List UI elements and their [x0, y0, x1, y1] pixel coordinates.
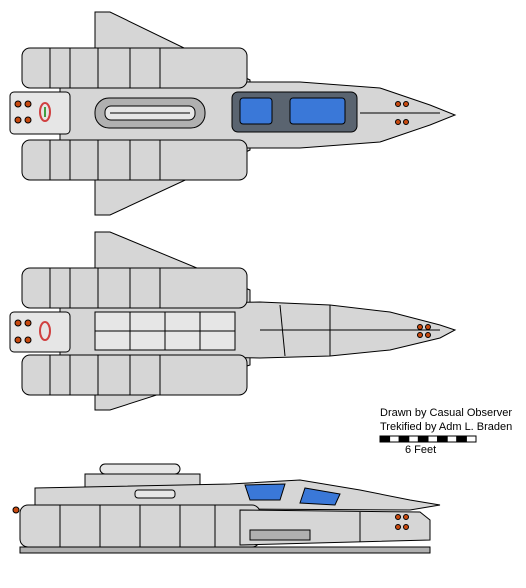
credit-trekified-by: Trekified by Adm L. Braden — [380, 421, 513, 433]
top-nacelle-lower — [21, 139, 248, 181]
scale-segment — [437, 435, 448, 443]
top-canopy-left — [239, 97, 273, 125]
scale-segment — [408, 435, 419, 443]
scale-segment — [446, 435, 458, 443]
top-nacelle-upper — [21, 47, 248, 89]
side-dorsal-dome — [99, 463, 181, 475]
bottom-nacelle-lower — [21, 354, 248, 396]
bottom-view — [9, 231, 457, 411]
scale-segment — [379, 435, 391, 443]
side-view — [12, 463, 441, 554]
scale-segment — [389, 435, 400, 443]
credit-drawn-by: Drawn by Casual Observer — [380, 407, 513, 419]
bottom-nacelle-upper — [21, 267, 248, 309]
scale-segment — [465, 435, 477, 443]
side-canopy-left — [244, 483, 286, 501]
scale-segment — [417, 435, 429, 443]
scale-segment — [456, 435, 467, 443]
scale-segment — [398, 435, 410, 443]
scale-label: 6 Feet — [405, 444, 437, 456]
side-canopy-right — [299, 487, 341, 506]
top-view — [9, 11, 457, 216]
scale-bar — [379, 435, 477, 443]
top-thruster — [14, 100, 22, 108]
top-canopy-right — [289, 97, 346, 125]
scale-segment — [427, 435, 439, 443]
